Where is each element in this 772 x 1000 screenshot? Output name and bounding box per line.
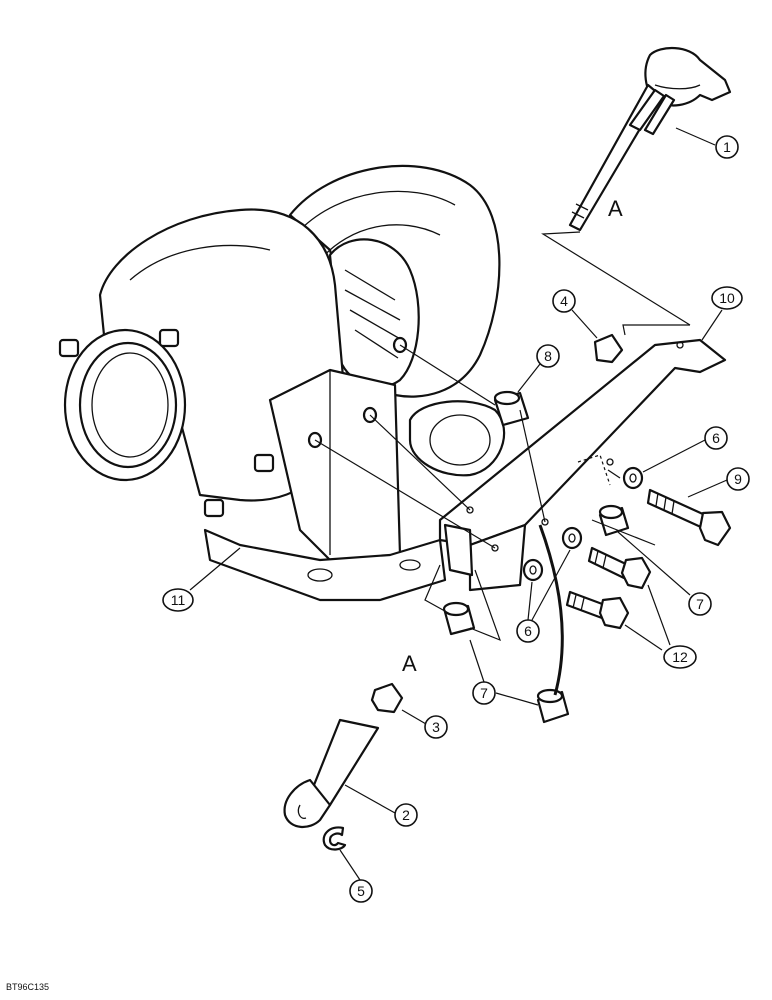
nut-4 bbox=[593, 333, 624, 364]
callout-3-label: 3 bbox=[432, 719, 440, 735]
callout-6-lower-label: 6 bbox=[524, 623, 532, 639]
callout-8-label: 8 bbox=[544, 348, 552, 364]
callout-7-right: 7 bbox=[617, 531, 712, 616]
callout-2-label: 2 bbox=[402, 807, 410, 823]
callout-2: 2 bbox=[344, 784, 418, 827]
clevis-rod-2 bbox=[283, 718, 380, 828]
callout-4: 4 bbox=[552, 289, 598, 339]
view-letter-lower: A bbox=[402, 651, 417, 676]
wastegate-actuator bbox=[568, 47, 732, 232]
callout-5: 5 bbox=[339, 849, 373, 903]
callout-3: 3 bbox=[401, 709, 448, 739]
leader-lines bbox=[314, 231, 691, 696]
callout-8: 8 bbox=[517, 344, 560, 393]
callout-7-lower: 7 bbox=[469, 639, 539, 706]
callout-11: 11 bbox=[162, 547, 241, 612]
callout-7-right-label: 7 bbox=[696, 596, 704, 612]
callout-11-label: 11 bbox=[171, 592, 186, 608]
callout-12-label: 12 bbox=[672, 649, 688, 665]
drawing-code: BT96C135 bbox=[6, 982, 49, 992]
bolt-12-upper bbox=[587, 546, 652, 590]
spacer-7-left bbox=[442, 601, 476, 636]
clip-5 bbox=[322, 826, 347, 851]
spacer-7-right bbox=[598, 504, 630, 537]
bolt-9 bbox=[646, 488, 732, 547]
callout-10-label: 10 bbox=[719, 290, 735, 306]
nut-3 bbox=[370, 682, 404, 714]
turbocharger-assembly bbox=[58, 164, 506, 602]
callout-6-lower: 6 bbox=[516, 549, 571, 643]
spacer-7-lower bbox=[536, 688, 570, 724]
callout-9-label: 9 bbox=[734, 471, 742, 487]
washer-6-upper bbox=[622, 466, 644, 490]
callout-1-label: 1 bbox=[723, 139, 731, 155]
washer-6-middle bbox=[561, 526, 583, 550]
callout-5-label: 5 bbox=[357, 883, 365, 899]
callout-7-lower-label: 7 bbox=[480, 685, 488, 701]
callout-12: 12 bbox=[624, 584, 697, 669]
bolt-12-lower bbox=[565, 590, 630, 630]
washer-6-lower bbox=[522, 558, 544, 582]
spacer-8 bbox=[493, 390, 530, 427]
callout-6-upper-label: 6 bbox=[712, 430, 720, 446]
view-letter-upper: A bbox=[608, 196, 623, 221]
callout-10: 10 bbox=[701, 286, 743, 341]
callout-9: 9 bbox=[687, 467, 750, 498]
callout-6-upper: 6 bbox=[642, 426, 728, 473]
callout-1: 1 bbox=[675, 127, 739, 159]
callout-4-label: 4 bbox=[560, 293, 568, 309]
